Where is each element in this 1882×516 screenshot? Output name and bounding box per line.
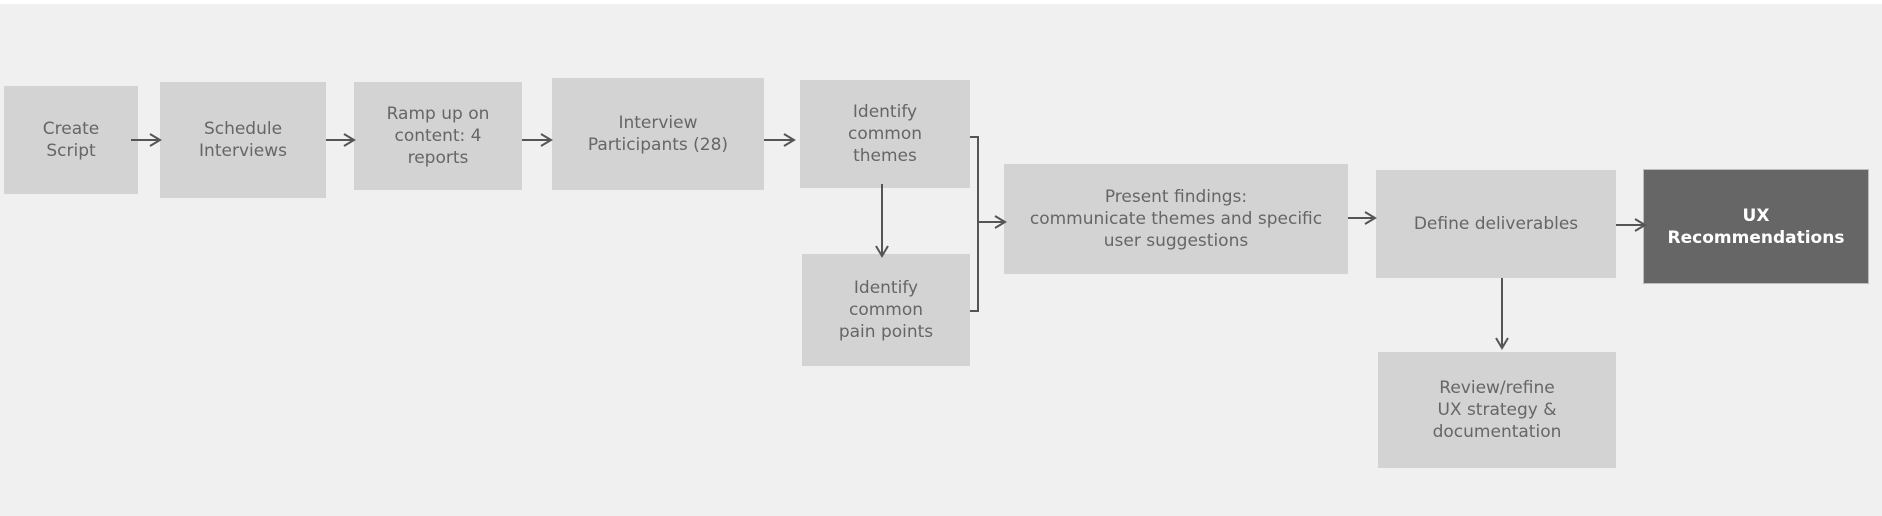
node-label: Present findings: communicate themes and… — [1029, 187, 1323, 251]
node-ux-recommendations: UX Recommendations — [1643, 169, 1869, 284]
node-create-script: Create Script — [4, 86, 138, 194]
node-label: Identify common pain points — [838, 278, 934, 342]
node-label: Ramp up on content: 4 reports — [386, 104, 490, 168]
node-identify-themes: Identify common themes — [800, 80, 970, 188]
node-schedule-interviews: Schedule Interviews — [160, 82, 326, 198]
node-label: Define deliverables — [1413, 214, 1579, 234]
node-identify-pain-points: Identify common pain points — [802, 254, 970, 366]
node-label: Schedule Interviews — [199, 119, 287, 161]
node-define-deliverables: Define deliverables — [1376, 170, 1616, 278]
node-review-refine: Review/refine UX strategy & documentatio… — [1378, 352, 1616, 468]
diagram-canvas: Create Script Schedule Interviews Ramp u… — [0, 4, 1882, 516]
node-interview-participants: Interview Participants (28) — [552, 78, 764, 190]
node-present-findings: Present findings: communicate themes and… — [1004, 164, 1348, 274]
node-ramp-up: Ramp up on content: 4 reports — [354, 82, 522, 190]
node-label: Create Script — [42, 119, 100, 161]
node-label: Review/refine UX strategy & documentatio… — [1432, 378, 1562, 442]
node-label: UX Recommendations — [1667, 205, 1845, 248]
node-label: Interview Participants (28) — [587, 113, 729, 155]
node-label: Identify common themes — [847, 102, 923, 166]
